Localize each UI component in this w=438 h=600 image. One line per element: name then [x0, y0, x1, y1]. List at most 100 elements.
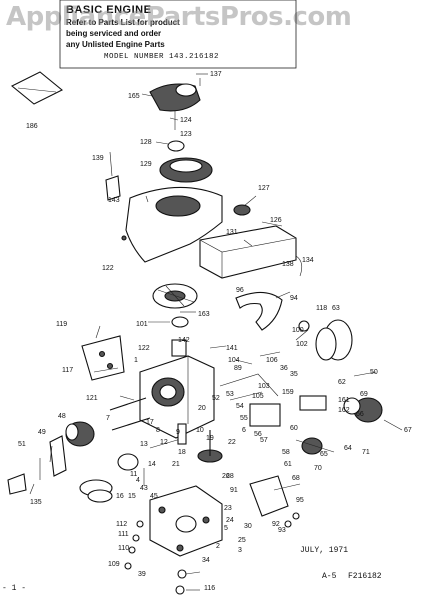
- callout-119: 119: [56, 321, 67, 328]
- callout-3: 3: [238, 547, 242, 554]
- callout-163: 163: [198, 311, 210, 318]
- callout-70: 70: [314, 465, 322, 472]
- callout-94: 94: [290, 295, 298, 302]
- callout-11: 11: [130, 471, 137, 478]
- callout-121: 121: [86, 395, 98, 402]
- callout-62: 62: [338, 379, 346, 386]
- callout-126: 126: [270, 217, 282, 224]
- callout-95: 95: [296, 497, 304, 504]
- governor-linkage-part: [219, 373, 327, 427]
- bracket-plate-part: [81, 335, 125, 381]
- flywheel-part: [152, 283, 283, 331]
- callout-8: 8: [156, 427, 160, 434]
- callout-25: 25: [238, 537, 246, 544]
- callout-69: 69: [360, 391, 368, 398]
- callout-118: 118: [316, 305, 327, 312]
- callout-91: 91: [230, 487, 238, 494]
- callout-116: 116: [204, 585, 215, 592]
- callout-100: 100: [292, 327, 304, 334]
- callout-17: 17: [146, 419, 154, 426]
- crankcase-cover-part: [149, 485, 223, 557]
- callout-129: 129: [140, 161, 152, 168]
- callout-186: 186: [26, 123, 38, 130]
- callout-4: 4: [136, 477, 140, 484]
- callout-16: 16: [116, 493, 124, 500]
- callout-14: 14: [148, 461, 156, 468]
- engine-shroud-part: [105, 175, 223, 263]
- callout-12: 12: [160, 439, 168, 446]
- callout-23: 23: [224, 505, 232, 512]
- callout-124: 124: [180, 117, 192, 124]
- callout-57: 57: [260, 437, 268, 444]
- callout-135: 135: [30, 499, 42, 506]
- callout-165: 165: [128, 93, 140, 100]
- callout-159: 159: [282, 389, 294, 396]
- callout-63: 63: [332, 305, 340, 312]
- callout-50: 50: [370, 369, 378, 376]
- callout-35: 35: [290, 371, 298, 378]
- callout-122b: 122: [138, 345, 150, 352]
- starter-cup-part: [343, 397, 403, 431]
- model-number: MODEL NUMBER 143.216182: [104, 53, 220, 61]
- figure-number: F216182: [348, 572, 382, 581]
- callout-6: 6: [242, 427, 246, 434]
- callout-105: 105: [252, 393, 264, 400]
- instruction-line-1: Refer to Parts List for product: [66, 18, 180, 27]
- leader-lines: [29, 73, 377, 591]
- diagram-title: BASIC ENGINE: [66, 4, 152, 16]
- callout-49: 49: [38, 429, 46, 436]
- callout-7: 7: [106, 415, 110, 422]
- callout-117: 117: [62, 367, 73, 374]
- callout-54: 54: [236, 403, 244, 410]
- callout-134: 134: [302, 257, 314, 264]
- muffler-part: [49, 421, 95, 477]
- callout-18: 18: [178, 449, 186, 456]
- callout-68: 68: [292, 475, 300, 482]
- callout-61: 61: [284, 461, 292, 468]
- callout-122: 122: [102, 265, 114, 272]
- engine-block-part: [139, 339, 215, 439]
- callout-26: 26: [222, 473, 230, 480]
- callout-52: 52: [212, 395, 220, 402]
- callout-9: 9: [176, 429, 180, 436]
- callout-48: 48: [58, 413, 66, 420]
- callout-102: 102: [296, 341, 308, 348]
- callout-43: 43: [140, 485, 148, 492]
- callout-1: 1: [134, 357, 138, 364]
- revision-date: JULY, 1971: [300, 546, 349, 555]
- callout-161: 161: [338, 397, 350, 404]
- callout-127: 127: [258, 185, 270, 192]
- watermark: AppliancePartsPros.com: [6, 2, 352, 32]
- callout-51: 51: [18, 441, 26, 448]
- instruction-line-3: any Unlisted Engine Parts: [66, 40, 165, 49]
- crankshaft-part: [177, 423, 223, 463]
- callout-106: 106: [266, 357, 278, 364]
- callout-2: 2: [216, 543, 220, 550]
- header-frame: [59, 0, 297, 69]
- callout-131: 131: [226, 229, 238, 236]
- starter-motor-part: [249, 437, 335, 517]
- callout-39: 39: [138, 571, 146, 578]
- callout-141: 141: [226, 345, 238, 352]
- callout-111: 111: [118, 531, 129, 538]
- callout-138: 138: [282, 261, 294, 268]
- callout-109: 109: [108, 561, 120, 568]
- callout-19: 19: [206, 435, 214, 442]
- callout-162: 162: [338, 407, 350, 414]
- callout-53: 53: [226, 391, 234, 398]
- callout-55: 55: [240, 415, 248, 422]
- callout-112: 112: [116, 521, 127, 528]
- callout-15: 15: [128, 493, 136, 500]
- callout-24: 24: [226, 517, 234, 524]
- callout-139: 139: [92, 155, 104, 162]
- ignition-coil-part: [298, 319, 353, 361]
- valve-train-part: [79, 397, 185, 503]
- gasket-card-part: [10, 71, 64, 105]
- callout-137: 137: [210, 71, 222, 78]
- callout-66: 66: [356, 411, 364, 418]
- part-callouts: 186 137 165 124 123 128 129 139 143 127 …: [18, 71, 412, 592]
- callout-36: 36: [280, 365, 288, 372]
- callout-71: 71: [362, 449, 370, 456]
